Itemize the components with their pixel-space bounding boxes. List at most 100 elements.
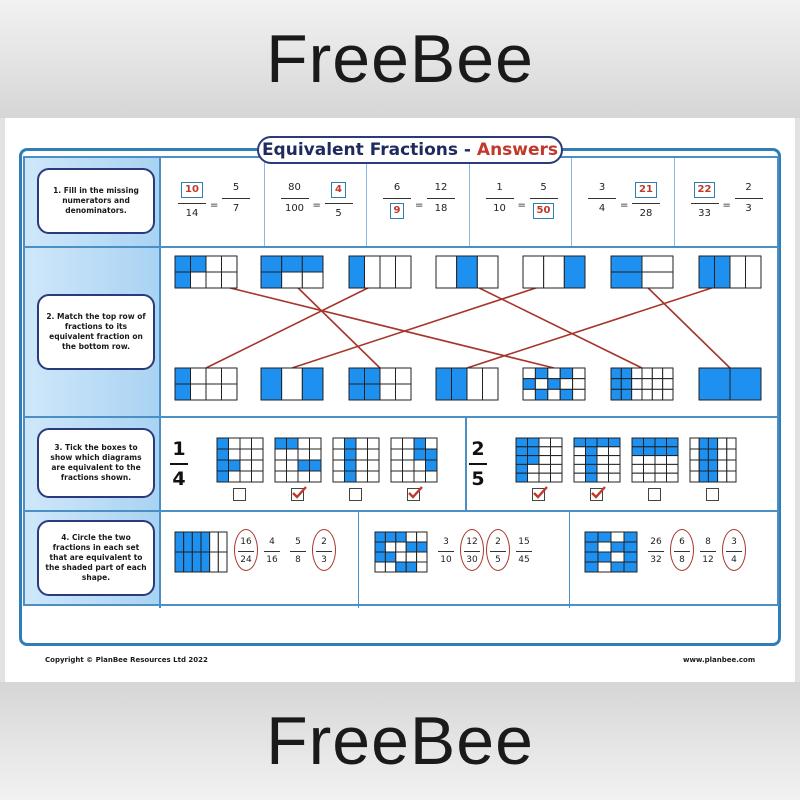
denominator: 5	[471, 468, 485, 490]
numerator: 3	[598, 182, 606, 193]
q3-instruction: 3. Tick the boxes to show which diagrams…	[37, 428, 155, 498]
numerator: 1	[172, 438, 186, 460]
bottom-fraction-shape	[174, 367, 238, 401]
numerator: 5	[232, 182, 240, 193]
equals-sign: =	[722, 200, 731, 211]
website-text: www.planbee.com	[683, 656, 756, 664]
q4-shape	[584, 531, 638, 573]
fraction-bar	[485, 198, 514, 199]
numerator: 3	[443, 537, 449, 547]
exercise-grid: 1. Fill in the missing numerators and de…	[23, 156, 779, 608]
fraction-bar	[290, 551, 306, 552]
q3-shape	[515, 437, 563, 483]
row-divider	[25, 510, 777, 512]
fraction-bar	[222, 198, 250, 199]
match-line	[466, 281, 731, 369]
worksheet: Equivalent Fractions - Answers 1. Fill i…	[5, 118, 795, 682]
fraction-bar	[529, 198, 558, 199]
answer-circle	[722, 529, 746, 571]
q3-shape	[631, 437, 679, 483]
numerator: 6	[393, 182, 401, 193]
numerator: 10	[181, 182, 203, 198]
tick-box[interactable]	[349, 488, 362, 501]
answer-circle	[312, 529, 336, 571]
denominator: 5	[335, 208, 342, 219]
fraction-bar	[178, 203, 206, 204]
top-fraction-shape	[174, 255, 238, 289]
fraction-bar	[324, 203, 353, 204]
q4-diagrams	[174, 531, 638, 573]
fraction-bar	[690, 203, 719, 204]
match-line	[205, 281, 555, 369]
q1-cell-divider	[571, 158, 572, 246]
q4-instruction: 4. Circle the two fractions in each set …	[37, 520, 155, 596]
denominator: 3	[745, 203, 752, 214]
fraction-bar	[264, 551, 280, 552]
denominator: 4	[598, 203, 606, 214]
numerator: 8	[705, 537, 711, 547]
denominator: 14	[185, 208, 199, 219]
denominator: 4	[172, 468, 186, 490]
numerator: 21	[635, 182, 657, 198]
denominator: 9	[389, 203, 405, 219]
equals-sign: =	[517, 200, 526, 211]
numerator: 26	[650, 537, 662, 547]
fraction-bar	[734, 198, 763, 199]
equals-sign: =	[415, 200, 424, 211]
fraction-bar	[280, 198, 309, 199]
denominator: 33	[698, 208, 711, 219]
match-line	[291, 281, 381, 369]
bottom-fraction-shape	[698, 367, 762, 401]
tick-box[interactable]	[590, 486, 606, 501]
option-fraction: 8 12	[697, 537, 719, 565]
q1-cell-divider	[263, 158, 265, 246]
q4-shape	[374, 531, 428, 573]
top-fraction-shape	[435, 255, 499, 289]
q3-diagrams	[216, 437, 737, 483]
denominator: 10	[440, 555, 452, 565]
tick-box[interactable]	[407, 486, 423, 501]
tick-box[interactable]	[648, 488, 661, 501]
denominator: 8	[295, 555, 301, 565]
match-line	[205, 281, 381, 369]
column-divider	[159, 158, 161, 608]
q1-cell-divider	[366, 158, 367, 246]
bottom-fraction-shape	[610, 367, 674, 401]
q4-divider	[358, 512, 359, 608]
tick-box[interactable]	[233, 488, 246, 501]
tick-box[interactable]	[532, 486, 548, 501]
numerator: 5	[540, 182, 547, 193]
q3-shape	[573, 437, 621, 483]
answer-circle	[234, 529, 258, 571]
fraction-bar	[588, 198, 616, 199]
numerator: 80	[288, 182, 301, 193]
q3-shape	[390, 437, 438, 483]
bottom-fraction-shape	[522, 367, 586, 401]
fraction-bar	[632, 203, 660, 204]
fraction-bar	[170, 463, 188, 465]
bottom-fraction-shape	[435, 367, 499, 401]
denominator: 12	[702, 555, 714, 565]
title-main: Equivalent Fractions -	[261, 140, 471, 160]
bottom-fraction-shape	[260, 367, 324, 401]
answer-circle	[486, 529, 510, 571]
worksheet-title: Equivalent Fractions - Answers	[257, 136, 563, 164]
numerator: 1	[496, 182, 503, 193]
q3-shape	[689, 437, 737, 483]
tick-box[interactable]	[706, 488, 719, 501]
q2-instruction: 2. Match the top row of fractions to its…	[37, 294, 155, 370]
equals-sign: =	[312, 200, 321, 211]
tick-box[interactable]	[291, 486, 307, 501]
numerator: 5	[295, 537, 301, 547]
bottom-fraction-shape	[348, 367, 412, 401]
